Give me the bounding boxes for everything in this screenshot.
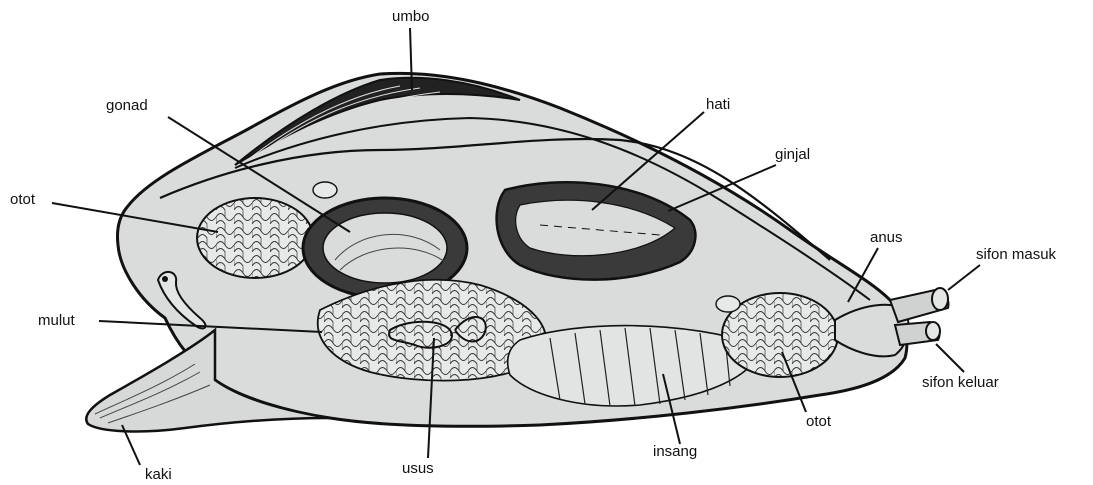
- label-ginjal: ginjal: [775, 147, 810, 162]
- label-usus: usus: [402, 461, 434, 476]
- label-hati: hati: [706, 97, 730, 112]
- label-insang: insang: [653, 444, 697, 459]
- label-kaki: kaki: [145, 467, 172, 482]
- siphon-excurrent: [895, 322, 940, 345]
- label-anus: anus: [870, 230, 903, 245]
- siphon-incurrent: [890, 288, 948, 322]
- leader-sifon-keluar: [936, 344, 964, 372]
- label-sifon-keluar: sifon keluar: [922, 375, 999, 390]
- label-sifon-masuk: sifon masuk: [976, 247, 1056, 262]
- adductor-muscle-left: [197, 198, 313, 278]
- leader-sifon-masuk: [948, 265, 980, 290]
- label-mulut: mulut: [38, 313, 75, 328]
- label-otot-right: otot: [806, 414, 831, 429]
- label-otot-left: otot: [10, 192, 35, 207]
- label-gonad: gonad: [106, 98, 148, 113]
- label-umbo: umbo: [392, 9, 430, 24]
